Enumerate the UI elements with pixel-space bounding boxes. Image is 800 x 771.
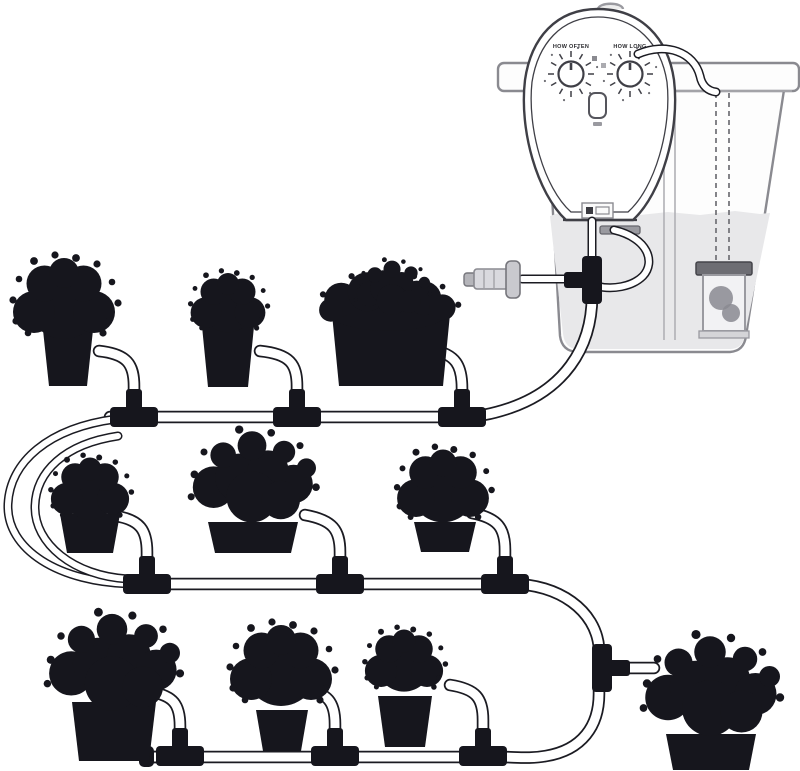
plant-foliage (187, 425, 320, 523)
plant-foliage (362, 624, 449, 692)
plant-pot (208, 522, 298, 553)
pump-center-button (588, 92, 607, 119)
dial-left-label: HOW OFTEN (553, 44, 589, 50)
tee-connector (311, 728, 359, 766)
plant-pot (72, 702, 156, 761)
suction-hose-dashed (715, 93, 730, 262)
plant-foliage (9, 251, 122, 339)
plant-row2-3 (393, 443, 495, 552)
plant-pot (332, 314, 450, 386)
tee-connector (438, 389, 486, 427)
plant-extra (639, 629, 785, 770)
plant-row1-2 (187, 268, 271, 387)
suction-hose-over-rim (633, 44, 721, 97)
plant-foliage (187, 268, 271, 333)
pump-label-plate (581, 202, 614, 219)
plant-pot (378, 696, 432, 747)
row2-row3-line (123, 577, 606, 764)
tee-connector (123, 556, 171, 594)
plant-foliage (639, 629, 785, 736)
barbed-inlet-fitting (463, 260, 521, 299)
plant-row3-3 (362, 624, 449, 747)
pump-button-caption-mark (593, 122, 602, 126)
strainer-weight (695, 261, 753, 339)
tee-connector (316, 556, 364, 594)
tee-connector (459, 728, 507, 766)
plants (9, 251, 785, 770)
dial-right-label: HOW LONG (613, 44, 646, 50)
plant-row1-3 (319, 257, 462, 386)
plant-row3-2 (226, 618, 339, 751)
tee-connector (110, 389, 158, 427)
pump-indicator-mark-1 (592, 56, 597, 61)
tee-connector (156, 728, 204, 766)
plant-foliage (226, 618, 339, 706)
plant-foliage (393, 443, 495, 523)
plant-pot (414, 522, 476, 552)
plant-row2-1 (48, 452, 135, 553)
plant-row1-1 (9, 251, 122, 386)
tee-connector (273, 389, 321, 427)
pump-timer-unit: HOW OFTEN HOW LONG (522, 2, 677, 235)
plant-pot (666, 734, 756, 770)
tee-connector-vertical (592, 644, 630, 692)
pump-hanger-tab (596, 2, 625, 10)
pump-indicator-mark-2 (601, 63, 606, 68)
plant-row3-1 (43, 607, 185, 761)
tee-connector (481, 556, 529, 594)
plant-row2-2 (187, 425, 320, 553)
plant-pot (256, 710, 308, 751)
plant-pot (60, 514, 120, 553)
